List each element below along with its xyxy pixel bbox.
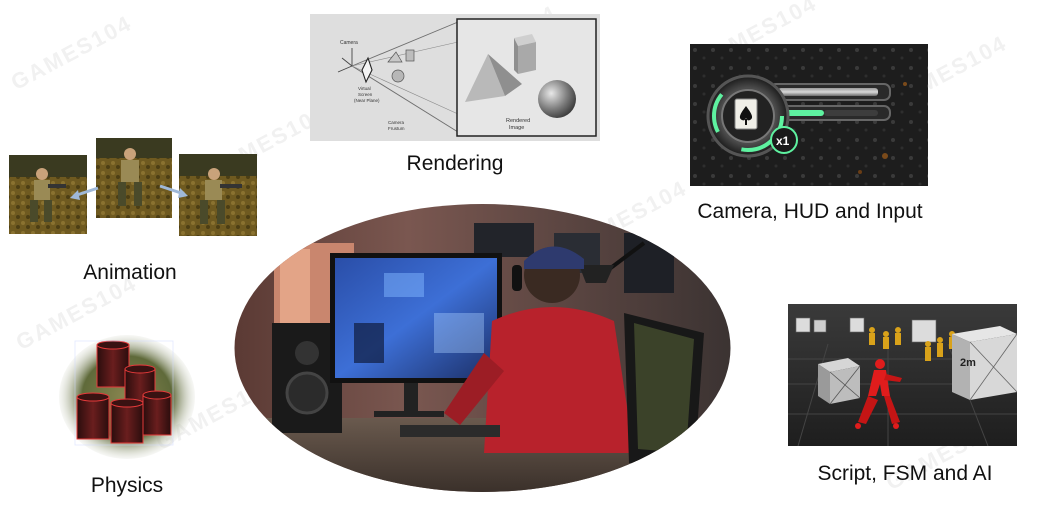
rendering-screen-label-1: Virtual <box>358 86 371 91</box>
animation-illustration <box>9 138 257 236</box>
rendered-image-label-1: Rendered <box>506 118 530 124</box>
ai-svg: 2m <box>788 304 1017 446</box>
watermark: GAMES104 <box>6 10 137 95</box>
rendering-diagram-svg: Camera Virtual Screen (Near Plane) Camer… <box>310 14 600 141</box>
gamer-photo <box>234 204 731 492</box>
rendering-frustum-label-1: Camera <box>388 120 405 125</box>
rendering-frustum-label-2: Frustum <box>388 126 405 131</box>
rendering-caption: Rendering <box>406 152 504 175</box>
ai-illustration: 2m <box>788 304 1017 446</box>
ai-box-label: 2m <box>960 357 976 369</box>
hud-svg: x1 <box>690 44 928 186</box>
camera-hud-input-caption: Camera, HUD and Input <box>697 200 923 223</box>
rendering-screen-label-2: Screen <box>358 92 373 97</box>
rendered-image-label-2: Image <box>509 125 524 131</box>
animation-caption: Animation <box>83 261 177 284</box>
physics-caption: Physics <box>90 474 164 497</box>
rendering-camera-label: Camera <box>340 40 358 46</box>
script-fsm-ai-caption: Script, FSM and AI <box>817 462 993 485</box>
hud-multiplier-text: x1 <box>776 134 790 148</box>
hud-illustration: x1 <box>690 44 928 186</box>
rendering-screen-label-3: (Near Plane) <box>354 98 380 103</box>
physics-illustration <box>59 335 195 459</box>
rendering-illustration: Camera Virtual Screen (Near Plane) Camer… <box>310 14 600 141</box>
